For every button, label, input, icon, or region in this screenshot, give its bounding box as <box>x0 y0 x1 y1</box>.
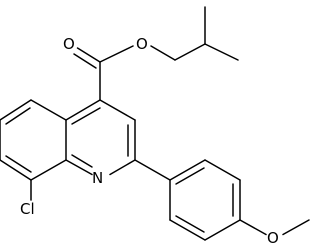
bond-c2-n <box>109 159 136 176</box>
atom-label-cl: Cl <box>20 200 35 218</box>
bond-ar4-ar5 <box>204 219 241 241</box>
bond-c4a-c4-inner <box>71 107 101 125</box>
bond-ch-methyl-right <box>204 43 239 61</box>
bond-c5-c6-inner <box>5 107 31 125</box>
bond-c5-c6-outer <box>0 99 32 121</box>
bond-ar2-ar3 <box>204 159 241 181</box>
bond-c4a-c4-outer <box>65 99 101 121</box>
bond-omethoxy-methyl <box>282 219 310 236</box>
bond-c7-c8-outer <box>0 159 32 181</box>
bond-n-c8a <box>65 159 93 176</box>
bond-c4a-c5 <box>30 99 67 121</box>
bond-oester-ch2 <box>150 45 176 61</box>
bond-ar4-omethoxy <box>239 219 267 236</box>
bond-carbonyl-o-1 <box>76 47 101 63</box>
bond-c7-c8-inner <box>5 155 32 173</box>
bond-carbonyl-c-oester <box>99 45 134 63</box>
bond-ch2-ch <box>174 43 206 61</box>
bond-c2-ar1 <box>134 159 171 181</box>
bond-carbonyl-o-2 <box>73 53 97 69</box>
bond-ar1-ar2 <box>169 159 206 181</box>
bond-ar1-ar2-inner <box>175 167 205 185</box>
bond-ar5-ar6-inner <box>175 215 205 233</box>
atom-label-o-carbonyl: O <box>63 35 75 53</box>
bond-c8-c8a <box>30 159 67 181</box>
atom-label-n-ring: N <box>92 169 103 187</box>
bond-ar5-ar6 <box>169 219 206 241</box>
atom-label-o-methoxy: O <box>267 229 279 247</box>
bond-n-c8a-inner <box>71 154 93 168</box>
bond-c4-c3 <box>99 99 136 121</box>
atom-label-o-ester: O <box>136 35 148 53</box>
